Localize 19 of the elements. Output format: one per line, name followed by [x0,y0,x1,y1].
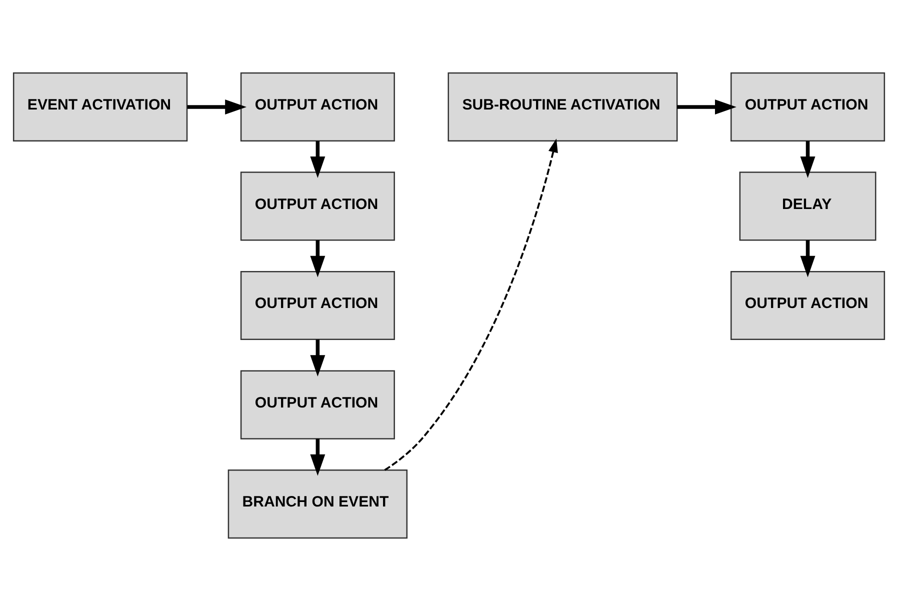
arrow [310,240,326,278]
node-box: OUTPUT ACTION [240,72,395,142]
arrow [800,240,816,278]
arrow [310,140,326,178]
node-box: OUTPUT ACTION [730,72,886,142]
node-box: OUTPUT ACTION [730,270,886,340]
node-box: SUB-ROUTINE ACTIVATION [448,72,678,142]
node-box: BRANCH ON EVENT [228,469,408,539]
arrow [310,340,326,376]
node-box: OUTPUT ACTION [240,370,395,440]
node-box: OUTPUT ACTION [240,270,395,340]
arrow [310,438,326,476]
node-box: OUTPUT ACTION [240,172,395,241]
node-box: DELAY [739,172,876,241]
node-box: EVENT ACTIVATION [12,72,188,142]
arrow [677,99,736,114]
arrow [384,138,558,471]
arrow [187,99,246,114]
arrow [800,140,816,178]
